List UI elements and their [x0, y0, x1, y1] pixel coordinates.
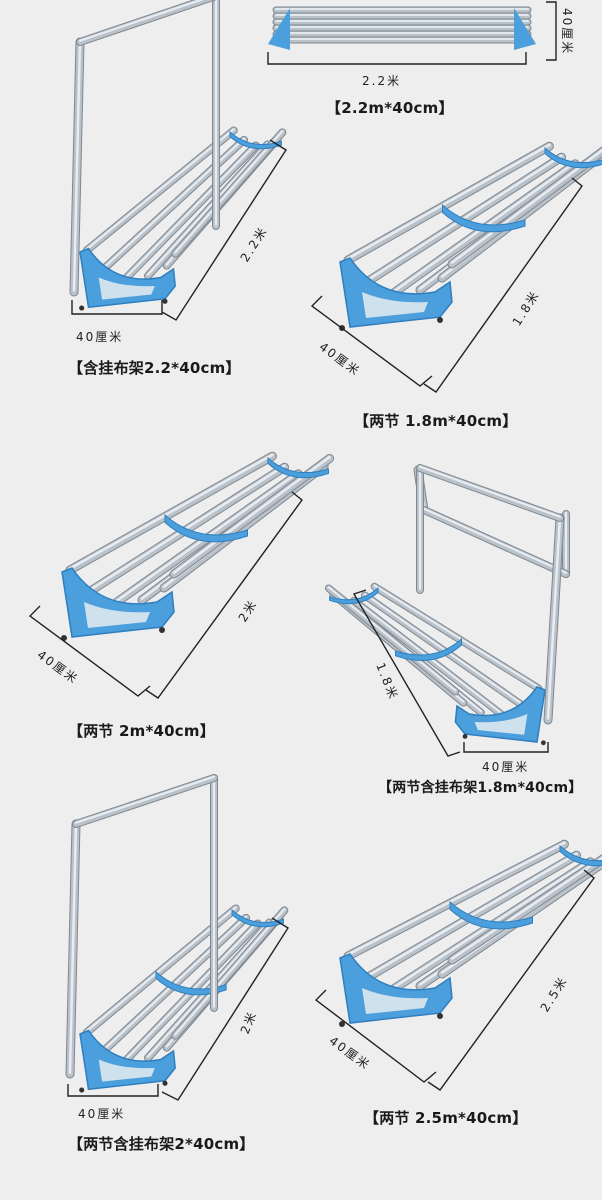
rack-part: [78, 0, 204, 42]
dimension-line: [28, 605, 151, 697]
rack-image: [310, 141, 602, 393]
rack-part: [174, 130, 284, 254]
rack-part: [267, 456, 329, 479]
rack-part: [344, 840, 568, 960]
rack-part: [346, 143, 551, 260]
rack-part: [104, 137, 246, 268]
rack-part: [79, 1087, 85, 1093]
rack-part: [462, 734, 468, 739]
rack-part: [421, 507, 569, 577]
rack-part: [339, 1021, 345, 1027]
rack-part: [68, 821, 78, 1074]
rack-part: [442, 203, 526, 233]
rack-part: [368, 852, 578, 976]
rack-image: [324, 464, 570, 757]
dimension-line: [161, 139, 287, 321]
rack-part: [68, 453, 274, 570]
rack-part: [174, 908, 286, 1036]
dimension-line: [161, 917, 289, 1101]
product-panel-two-section-hanger-1-8m: 1.8米 40厘米 【两节含挂布架1.8m*40cm】: [324, 464, 583, 796]
rack-part: [155, 970, 227, 996]
product-caption: 【两节 2.5m*40cm】: [364, 1109, 528, 1127]
rack-part: [363, 593, 522, 705]
rack-part: [362, 292, 428, 318]
product-panel-2-2m: 2.2米 40厘米 【2.2m*40cm】: [0, 0, 602, 120]
rack-part: [368, 154, 563, 280]
rack-part: [98, 277, 155, 300]
rack-part: [72, 39, 82, 292]
rack-part: [162, 1080, 168, 1086]
width-dimension-label: 40厘米: [76, 330, 124, 344]
dimension-line: [67, 1084, 159, 1097]
rack-part: [125, 143, 257, 278]
product-caption: 【两节含挂布架2*40cm】: [68, 1135, 255, 1153]
rack-part: [79, 305, 85, 311]
rack-part: [422, 507, 568, 574]
rack-part: [546, 515, 562, 720]
rack-part: [395, 637, 462, 661]
width-dimension-label: 40厘米: [78, 1107, 126, 1121]
product-panel-two-section-2m: 40厘米 2米 【两节 2m*40cm】: [28, 451, 335, 740]
rack-part: [373, 584, 540, 689]
rack-part: [362, 988, 428, 1014]
dimension-line: [352, 589, 461, 757]
dimension-line: [463, 742, 549, 753]
rack-part: [544, 146, 602, 169]
rack-part: [449, 900, 533, 930]
rack-image: [28, 451, 335, 699]
product-caption: 【2.2m*40cm】: [326, 99, 454, 117]
width-dimension-label: 40厘米: [482, 760, 530, 774]
rack-part: [85, 128, 235, 251]
rack-part: [146, 142, 269, 276]
rack-part: [417, 465, 563, 521]
rack-part: [268, 8, 290, 50]
rack-part: [164, 513, 248, 543]
dimension-line: [546, 1, 557, 61]
rack-part: [418, 465, 562, 518]
rack-part: [474, 714, 528, 735]
rack-part: [541, 740, 546, 746]
product-panel-two-section-1-8m: 40厘米 1.8米 【两节 1.8m*40cm】: [0, 0, 602, 440]
rack-part: [229, 130, 282, 150]
rack-part: [327, 586, 457, 692]
rack-part: [437, 1013, 443, 1019]
dimension-line: [310, 295, 433, 387]
dimension-line: [267, 52, 527, 65]
product-caption: 【两节 2m*40cm】: [68, 722, 215, 740]
rack-image: [267, 1, 557, 65]
rack-part: [437, 317, 443, 323]
product-caption: 【含挂布架2.2*40cm】: [68, 359, 241, 377]
dimension-line: [145, 491, 303, 699]
dimension-line: [427, 869, 595, 1091]
rack-part: [329, 586, 379, 605]
rack-part: [74, 775, 216, 824]
rack-part: [162, 298, 168, 304]
rack-part: [84, 602, 150, 628]
rack-part: [73, 775, 217, 827]
rack-part: [90, 464, 286, 590]
product-panel-hanger-2-2m: 40厘米 2.2米 【含挂布架2.2*40cm】: [0, 0, 602, 400]
dimension-line: [423, 177, 583, 393]
rack-part: [104, 915, 248, 1050]
rack-image: [69, 0, 287, 321]
dimension-line: [314, 989, 437, 1083]
rack-part: [98, 1059, 155, 1082]
length-dimension-label: 2.2米: [362, 74, 402, 88]
product-caption: 【两节 1.8m*40cm】: [354, 412, 518, 430]
rack-part: [159, 627, 165, 633]
product-caption: 【两节含挂布架1.8m*40cm】: [378, 780, 583, 796]
rack-part: [559, 844, 602, 867]
dimension-line: [71, 300, 163, 315]
rack-part: [77, 0, 214, 45]
rack-part: [514, 8, 536, 50]
rack-part: [346, 841, 566, 956]
rack-part: [231, 908, 284, 928]
